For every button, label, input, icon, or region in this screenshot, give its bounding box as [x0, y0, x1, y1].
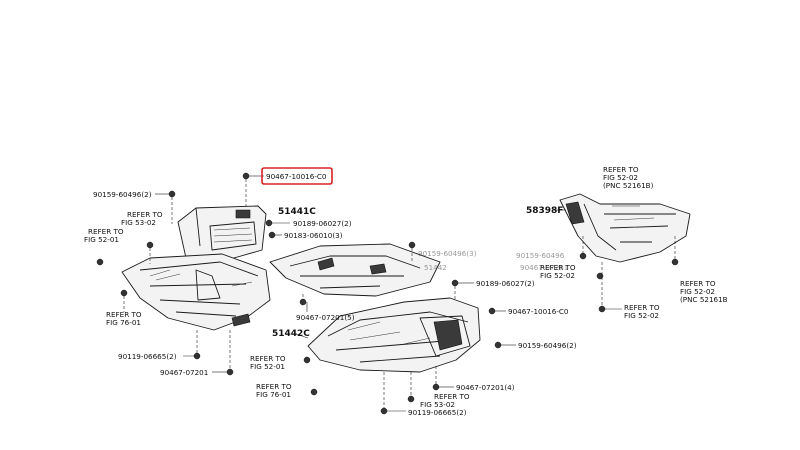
refer-fig-52-02-a[interactable]: REFER TO FIG 52-02 (PNC 52161B) [603, 165, 654, 190]
refer-fig-52-01-b[interactable]: REFER TO FIG 52-01 [250, 354, 288, 371]
refer-fig-52-01-a[interactable]: REFER TO FIG 52-01 [84, 227, 126, 244]
part-label-90183-06010[interactable]: 90183-06010(3) [284, 231, 343, 240]
leader-lines [155, 175, 622, 412]
part-label-90189-06027[interactable]: 90189-06027(2) [293, 219, 352, 228]
assembly-lines [123, 179, 676, 408]
part-label-90119-06665[interactable]: 90119-06665(2) [118, 352, 177, 361]
part-label-90119-06665-b[interactable]: 90119-06665(2) [408, 408, 467, 417]
highlight-box [261, 167, 333, 185]
part-label-90467-07201[interactable]: 90467-07201(5) [296, 313, 355, 322]
refer-fig-52-02-b[interactable]: REFER TO FIG 52-02 [540, 263, 578, 280]
part-label-90159-60496-faint-b[interactable]: 90159-60496 [516, 251, 565, 260]
refer-fig-76-01-b[interactable]: REFER TO FIG 76-01 [256, 382, 294, 399]
part-label-90189-06027-b[interactable]: 90189-06027(2) [476, 279, 535, 288]
part-label-90467-10016-c0[interactable]: 90467-10016-C0 [266, 172, 327, 181]
part-label-90159-60496[interactable]: 90159-60496(2) [93, 190, 152, 199]
part-label-51442[interactable]: 51442 [424, 263, 447, 272]
refer-fig-53-02-a[interactable]: REFER TO FIG 53-02 [121, 210, 165, 227]
part-label-90467-07201-b[interactable]: 90467-07201 [160, 368, 208, 377]
floor-under-cover-58398f [559, 193, 691, 263]
part-label-51442c[interactable]: 51442C [272, 329, 310, 339]
part-label-51441c[interactable]: 51441C [278, 207, 316, 217]
center-engine-under-cover-51442 [269, 243, 441, 297]
part-label-90467-07201-c[interactable]: 90467-07201(4) [456, 383, 515, 392]
part-label-90159-60496-b[interactable]: 90159-60496(2) [518, 341, 577, 350]
refer-fig-76-01-a[interactable]: REFER TO FIG 76-01 [106, 310, 144, 327]
part-label-90159-60496-faint[interactable]: 90159-60496(3) [418, 249, 477, 258]
part-label-90467-07201-faint[interactable]: 90467-07201 [520, 263, 568, 272]
front-engine-under-cover-51441c [121, 205, 271, 331]
part-label-58398f[interactable]: 58398F [526, 206, 563, 216]
refer-fig-52-02-d[interactable]: REFER TO FIG 52-02 (PNC 52161B [680, 279, 728, 304]
refer-fig-53-02-b[interactable]: REFER TO FIG 53-02 [420, 392, 472, 409]
refer-fig-52-02-c[interactable]: REFER TO FIG 52-02 [624, 303, 662, 320]
part-label-90467-10016-c0-b[interactable]: 90467-10016-C0 [508, 307, 569, 316]
center-engine-under-cover-51442c [307, 297, 481, 373]
